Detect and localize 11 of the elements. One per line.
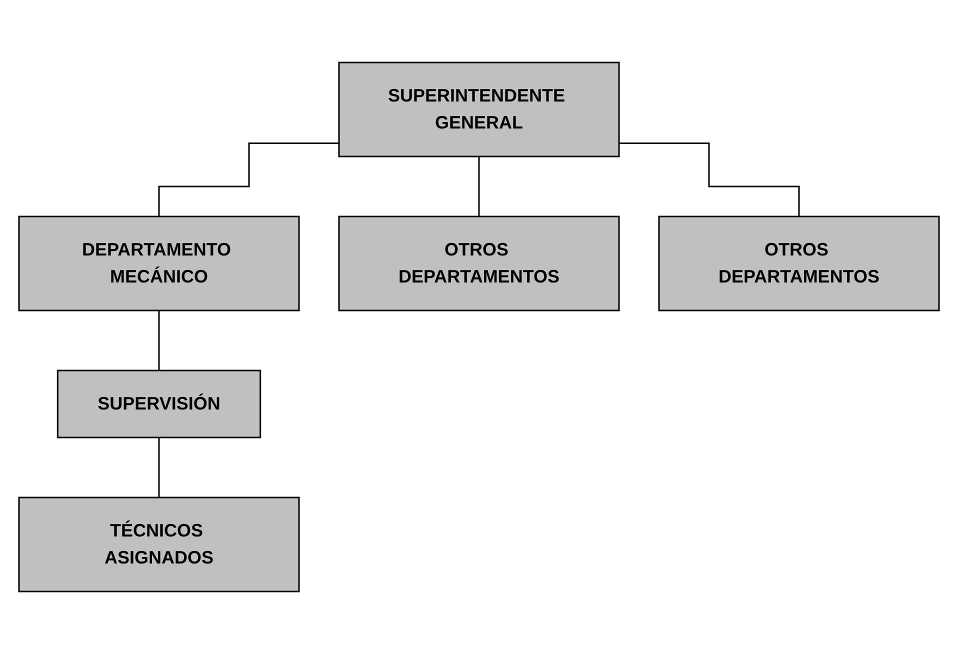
node-box: OTROS DEPARTAMENTOS [658,216,940,312]
connector [478,156,480,218]
connector [158,142,338,218]
node-box: DEPARTAMENTO MECÁNICO [18,216,300,312]
node-box: SUPERINTENDENTE GENERAL [338,62,620,158]
connector [158,436,160,498]
node-box: SUPERVISIÓN [56,370,261,438]
connector [618,142,800,218]
node-box: OTROS DEPARTAMENTOS [338,216,620,312]
node-box: TÉCNICOS ASIGNADOS [18,496,300,592]
connector [158,310,160,372]
